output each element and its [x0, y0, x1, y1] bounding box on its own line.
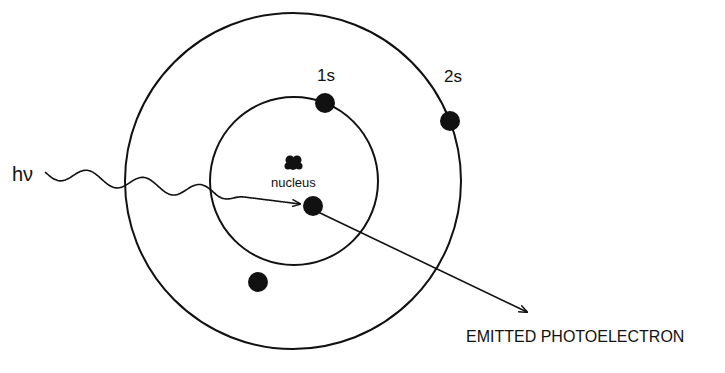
- caption-label: EMITTED PHOTOELECTRON: [466, 328, 684, 346]
- inner-orbit: [210, 97, 378, 265]
- orbital-label: 1s: [317, 67, 335, 86]
- outer-orbit: [125, 13, 461, 349]
- nucleus-blob: [285, 156, 303, 171]
- orbital-label: 2s: [444, 68, 462, 87]
- photon-wave: [45, 170, 300, 204]
- nucleus-label: nucleus: [271, 176, 316, 190]
- electron: [440, 111, 460, 131]
- photon-symbol: hν: [12, 163, 33, 185]
- photoelectron-path: [318, 212, 527, 312]
- electron: [315, 93, 335, 113]
- electron: [248, 272, 268, 292]
